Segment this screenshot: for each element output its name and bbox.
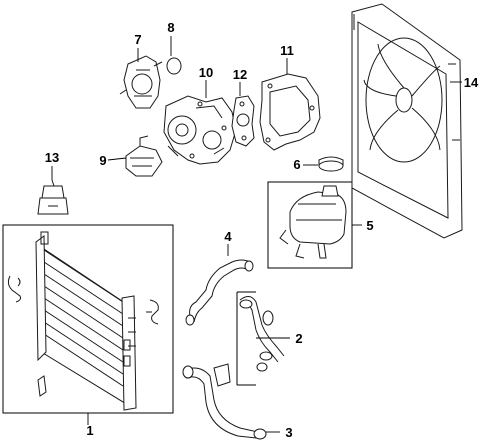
callout-14: 14: [463, 75, 479, 90]
leader-lines: [51, 36, 462, 433]
callout-9: 9: [99, 153, 107, 168]
expansion-tank: [267, 181, 353, 269]
upper-hose: [239, 296, 285, 372]
radiator-bracket-left: [7, 275, 21, 303]
hose-set-bracket: [236, 291, 256, 386]
callout-2: 2: [295, 331, 303, 346]
callout-7: 7: [134, 32, 142, 47]
fan: [363, 37, 443, 163]
callout-6: 6: [293, 157, 301, 172]
callout-3: 3: [285, 425, 293, 440]
engine-mount: [37, 179, 69, 215]
radiator: [35, 231, 137, 411]
pump-gasket: [231, 95, 255, 147]
expansion-tank-cap: [318, 156, 344, 172]
seal-ring: [166, 57, 182, 75]
radiator-frame: [2, 224, 174, 414]
callout-4: 4: [224, 229, 232, 244]
callout-13: 13: [44, 150, 60, 165]
radiator-bracket-right: [146, 299, 159, 325]
timing-cover-gasket: [259, 73, 321, 151]
callout-12: 12: [232, 67, 248, 82]
expansion-tank-frame: [267, 181, 353, 269]
lower-hose: [182, 363, 267, 440]
coolant-connector: [125, 135, 163, 177]
radiator-assembly: [2, 224, 174, 414]
water-pump: [163, 95, 237, 165]
radiator-drain-plug: [123, 339, 131, 367]
coolant-pipe: [185, 259, 254, 326]
thermostat-housing: [119, 55, 163, 109]
callout-10: 10: [198, 65, 214, 80]
callout-11: 11: [280, 43, 294, 58]
callout-1: 1: [86, 423, 94, 438]
leader-line-9: [107, 157, 127, 161]
callout-8: 8: [167, 20, 175, 35]
fan-shroud: [351, 3, 463, 239]
callout-5: 5: [366, 218, 374, 233]
